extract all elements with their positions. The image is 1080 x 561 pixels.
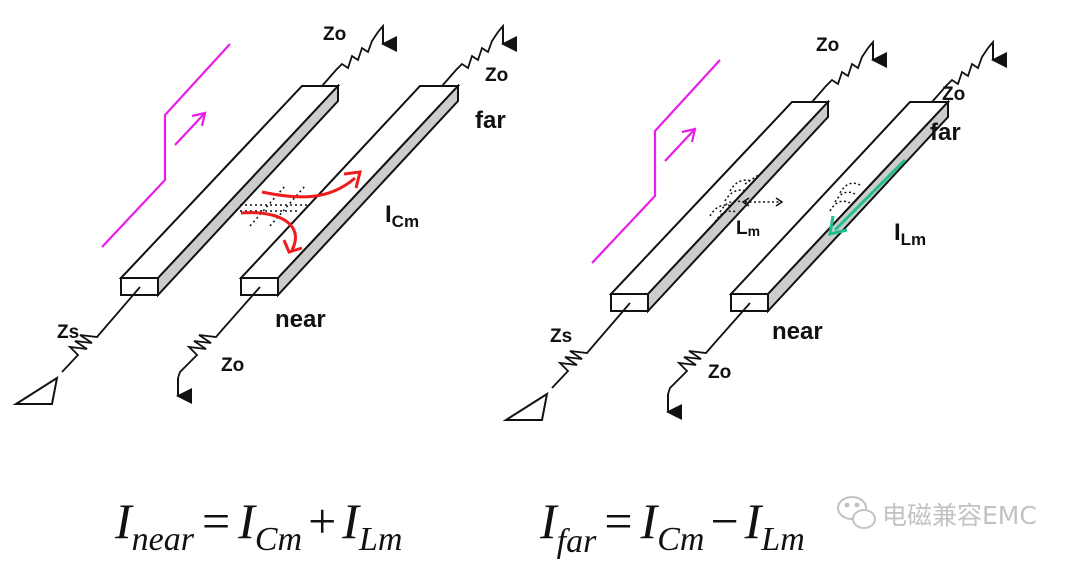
- label-far: far: [930, 119, 961, 146]
- capacitive-current-far-arrow: [261, 176, 356, 199]
- mutual-inductance-coil-a: [709, 173, 761, 223]
- label-zo-top-far: Zo: [942, 84, 965, 105]
- label-i-lm: ILm: [894, 219, 926, 249]
- capacitive-current-near-arrow: [240, 211, 297, 251]
- label-zs: Zs: [550, 326, 572, 347]
- label-zs: Zs: [57, 322, 79, 343]
- label-i-cm: ICm: [385, 201, 419, 231]
- label-zo-top-far: Zo: [485, 65, 508, 86]
- label-near: near: [275, 306, 326, 333]
- label-far: far: [475, 107, 506, 134]
- label-near: near: [772, 318, 823, 345]
- label-zo-bottom: Zo: [221, 355, 244, 376]
- label-zo-top-near: Zo: [816, 35, 839, 56]
- label-zo-top-near: Zo: [323, 24, 346, 45]
- label-l-m: Lm: [736, 218, 760, 239]
- coupled-traces-near-end-capacitive: [16, 26, 503, 404]
- inductive-current-arrow: [833, 158, 907, 232]
- right-panel: Zo Zo far near Zs Zo Lm ILm: [506, 35, 993, 420]
- left-panel: Zo Zo far near Zs Zo ICm: [16, 24, 508, 404]
- equation-near: Inear=ICm+ILm: [114, 493, 402, 558]
- mutual-capacitance-symbol: [240, 185, 310, 227]
- watermark: 电磁兼容EMC: [837, 496, 1037, 530]
- wechat-icon: [837, 496, 876, 529]
- label-zo-bottom: Zo: [708, 362, 731, 383]
- equation-far: Ifar=ICm−ILm: [539, 493, 805, 560]
- watermark-text: 电磁兼容EMC: [882, 501, 1037, 530]
